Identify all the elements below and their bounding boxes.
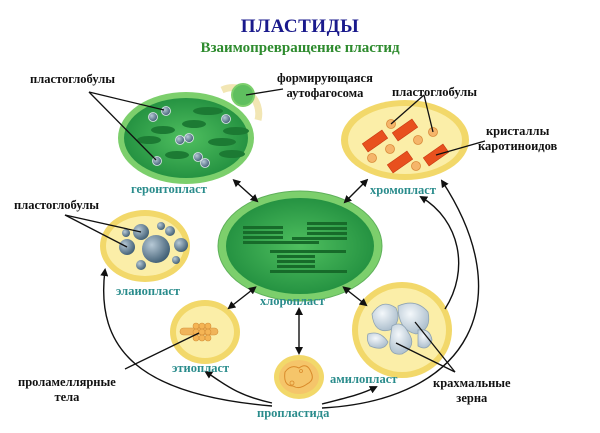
gerontoplast — [118, 83, 263, 184]
annotation-prolamellar-bodies: проламеллярные тела — [18, 375, 116, 405]
annotation-autophagosome-line2: аутофагосома — [286, 86, 364, 100]
amyloplast — [352, 282, 452, 378]
annotation-plastoglobules-chromoplast: пластоглобулы — [392, 85, 478, 99]
label-chloroplast: хлоропласт — [260, 294, 325, 308]
label-elaioplast: элаиопласт — [116, 284, 181, 298]
annotation-autophagosome-line1: формирующаяся — [277, 71, 373, 85]
label-amyloplast: амилопласт — [330, 372, 398, 386]
elaioplast — [100, 210, 190, 282]
label-gerontoplast: геронтопласт — [131, 182, 207, 196]
page-title: ПЛАСТИДЫ — [240, 16, 360, 37]
label-etioplast: этиопласт — [172, 361, 230, 375]
annotation-carotenoid-crystals: кристаллы каротиноидов — [478, 124, 557, 154]
annotation-prolamellar-line1: проламеллярные — [18, 375, 116, 389]
autophagosome — [231, 83, 255, 107]
conversion-arrows — [100, 178, 480, 409]
label-chromoplast: хромопласт — [370, 183, 436, 197]
page-subtitle: Взаимопревращение пластид — [200, 40, 400, 56]
annotation-plastoglobules-elaioplast: пластоглобулы — [14, 198, 100, 212]
etioplast — [170, 300, 240, 364]
annotation-prolamellar-line2: тела — [54, 390, 80, 404]
annotation-starch-line2: зерна — [456, 391, 488, 405]
annotation-carotenoid-crystals-line1: кристаллы — [485, 124, 550, 138]
annotation-starch-line1: крахмальные — [433, 376, 511, 390]
annotation-autophagosome: формирующаяся аутофагосома — [277, 71, 373, 101]
chloroplast — [217, 190, 383, 302]
proplastid — [274, 355, 324, 399]
annotation-lines — [64, 88, 486, 373]
label-proplastid: пропластида — [257, 406, 330, 420]
annotation-carotenoid-crystals-line2: каротиноидов — [478, 139, 558, 153]
annotation-starch-grains: крахмальные зерна — [433, 376, 511, 406]
annotation-plastoglobules-gerontoplast: пластоглобулы — [30, 72, 116, 86]
